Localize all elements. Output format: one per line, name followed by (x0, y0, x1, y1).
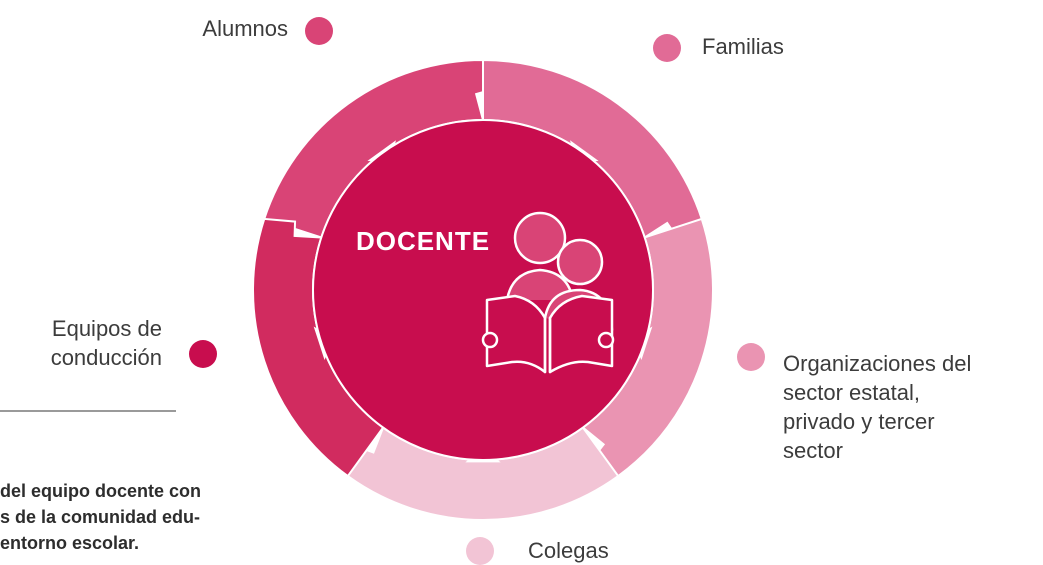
caption-line: entorno escolar. (0, 533, 140, 553)
caption: del equipo docente con s de la comunidad… (0, 478, 300, 556)
caption-line: s de la comunidad edu- (0, 507, 201, 527)
center-title: DOCENTE (355, 226, 491, 256)
dot-equipos (189, 340, 217, 368)
caption-line: del equipo docente con (0, 481, 202, 501)
label-colegas: Colegas (528, 538, 609, 563)
label-organizaciones-line: Organizaciones del (783, 351, 972, 376)
reader-people-icon (481, 211, 615, 374)
label-equipos-line: Equipos de (51, 316, 162, 341)
center-circle (312, 119, 654, 461)
label-organizaciones: Organizaciones del sector estatal, priva… (783, 349, 971, 465)
dot-colegas (466, 537, 494, 565)
dot-alumnos (305, 17, 333, 45)
label-alumnos: Alumnos (202, 16, 288, 41)
label-equipos: Equipos de conducción (0, 314, 162, 372)
label-organizaciones-line: sector (783, 438, 843, 463)
divider (0, 410, 176, 412)
dot-familias (653, 34, 681, 62)
label-equipos-line: conducción (50, 345, 162, 370)
label-familias: Familias (702, 34, 784, 59)
ring-segments (252, 58, 714, 521)
label-organizaciones-line: privado y tercer (783, 409, 935, 434)
dot-organizaciones (737, 343, 765, 371)
label-organizaciones-line: sector estatal, (783, 380, 920, 405)
